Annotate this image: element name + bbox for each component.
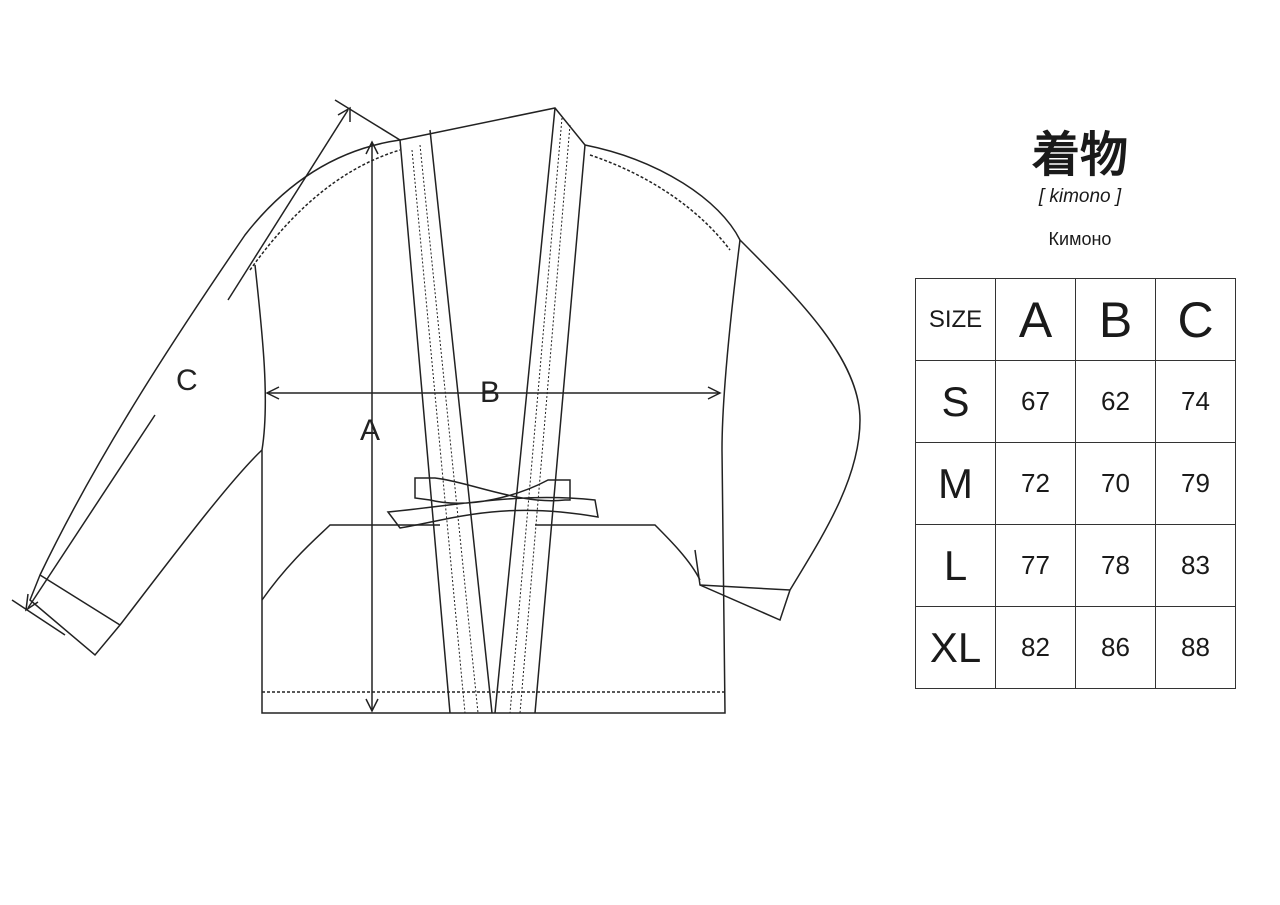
table-row: M 72 70 79 xyxy=(915,442,1236,525)
left-sleeve xyxy=(29,139,401,657)
column-header: SIZE xyxy=(915,278,996,361)
label-c: C xyxy=(176,364,198,397)
value-cell: 62 xyxy=(1075,360,1156,443)
column-header: C xyxy=(1155,278,1236,361)
measure-c xyxy=(11,99,401,636)
size-cell: XL xyxy=(915,606,996,689)
value-cell: 77 xyxy=(995,524,1076,607)
size-cell: L xyxy=(915,524,996,607)
measure-b xyxy=(265,386,722,400)
size-cell: M xyxy=(915,442,996,525)
value-cell: 88 xyxy=(1155,606,1236,689)
value-cell: 72 xyxy=(995,442,1076,525)
collar xyxy=(399,107,586,714)
size-table: SIZE A B C S 67 62 74 M 72 70 79 L 77 78… xyxy=(915,278,1236,689)
column-header: B xyxy=(1075,278,1156,361)
kimono-body xyxy=(254,239,741,714)
value-cell: 74 xyxy=(1155,360,1236,443)
measure-a xyxy=(365,140,379,713)
column-header: A xyxy=(995,278,1076,361)
label-a: A xyxy=(360,414,380,447)
table-row: L 77 78 83 xyxy=(915,524,1236,607)
pockets xyxy=(261,524,701,601)
value-cell: 67 xyxy=(995,360,1076,443)
title-russian: Кимоно xyxy=(1048,229,1112,249)
belt xyxy=(386,477,599,529)
table-header-row: SIZE A B C xyxy=(915,278,1236,361)
value-cell: 83 xyxy=(1155,524,1236,607)
table-row: XL 82 86 88 xyxy=(915,606,1236,689)
kimono-diagram: A B C xyxy=(11,99,861,714)
table-row: S 67 62 74 xyxy=(915,360,1236,443)
right-sleeve xyxy=(584,144,861,622)
value-cell: 70 xyxy=(1075,442,1156,525)
size-cell: S xyxy=(915,360,996,443)
title-romaji: [ kimono ] xyxy=(1038,186,1122,207)
value-cell: 79 xyxy=(1155,442,1236,525)
value-cell: 82 xyxy=(995,606,1076,689)
title-japanese: 着物 xyxy=(1031,127,1128,183)
value-cell: 78 xyxy=(1075,524,1156,607)
label-b: B xyxy=(480,376,500,409)
value-cell: 86 xyxy=(1075,606,1156,689)
